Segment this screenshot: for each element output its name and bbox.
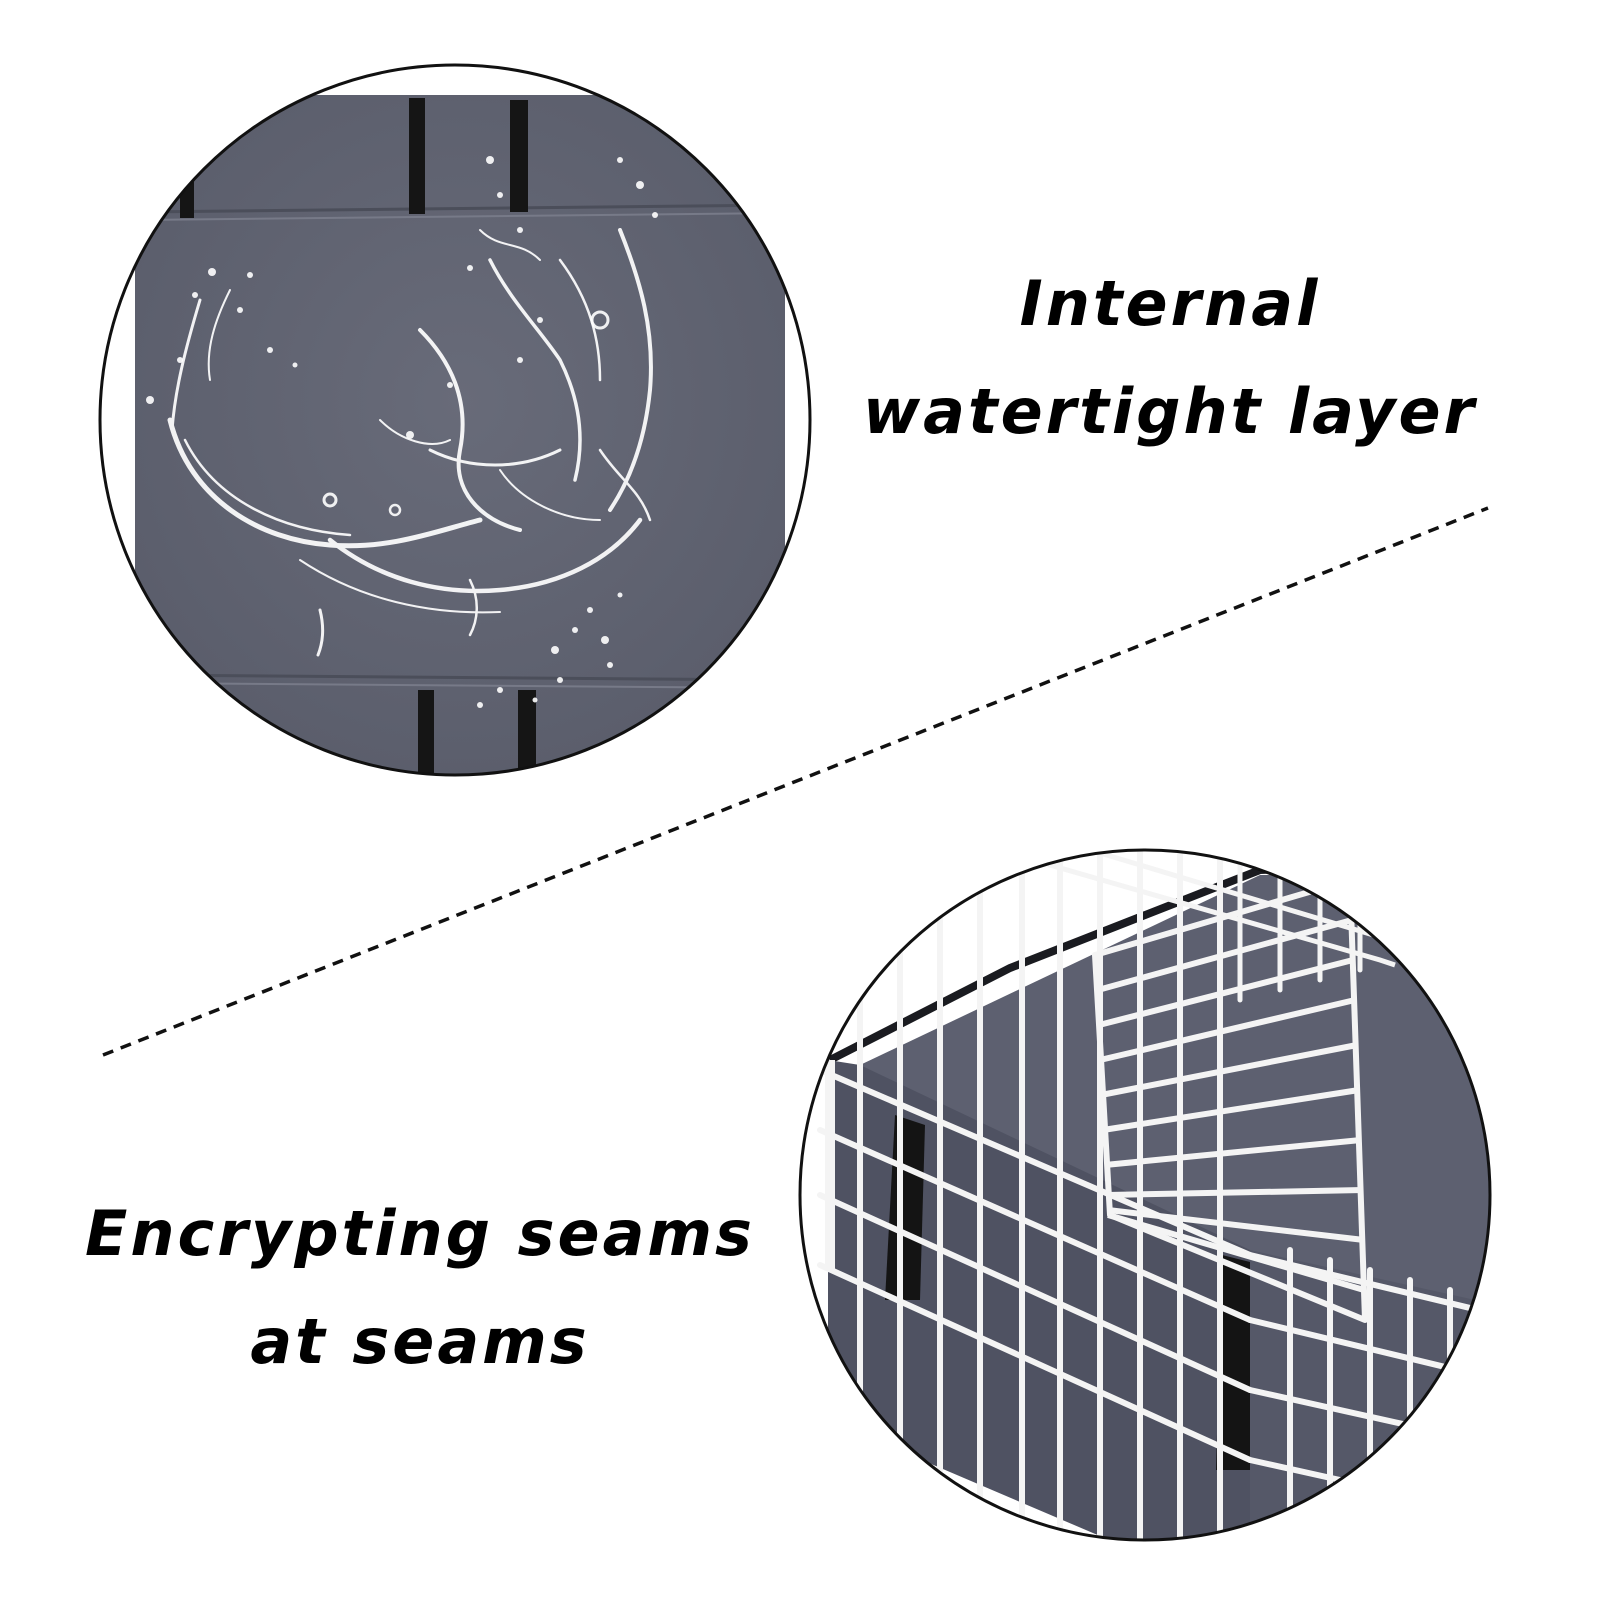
liner-front-panel	[828, 1060, 1250, 1540]
dashed-divider	[102, 506, 1489, 1057]
bottom-circle-outline	[798, 848, 1492, 1542]
fabric-panel	[135, 95, 785, 775]
caption-top-line2: watertight layer	[862, 375, 1478, 448]
strap-bottom-right	[518, 690, 536, 775]
caption-watertight-layer: Internal watertight layer	[860, 250, 1480, 466]
caption-top-line1: Internal	[1019, 267, 1321, 340]
cage-corner-post	[825, 1060, 835, 1270]
caption-encrypting-seams: Encrypting seams at seams	[60, 1180, 780, 1396]
strap-top-right	[510, 100, 528, 212]
water-droplets	[146, 156, 658, 708]
caption-bottom-line1: Encrypting seams	[85, 1197, 755, 1270]
caption-bottom-line2: at seams	[250, 1305, 590, 1378]
water-splash	[167, 228, 653, 657]
top-circle-outline	[98, 63, 812, 777]
strap-bottom-center	[418, 690, 434, 775]
lower-seam	[134, 673, 786, 682]
cage-liner-closeup	[798, 848, 1492, 1542]
upper-seam	[134, 203, 786, 214]
strap-top-center	[409, 98, 425, 214]
waterproof-fabric-closeup	[98, 63, 812, 777]
